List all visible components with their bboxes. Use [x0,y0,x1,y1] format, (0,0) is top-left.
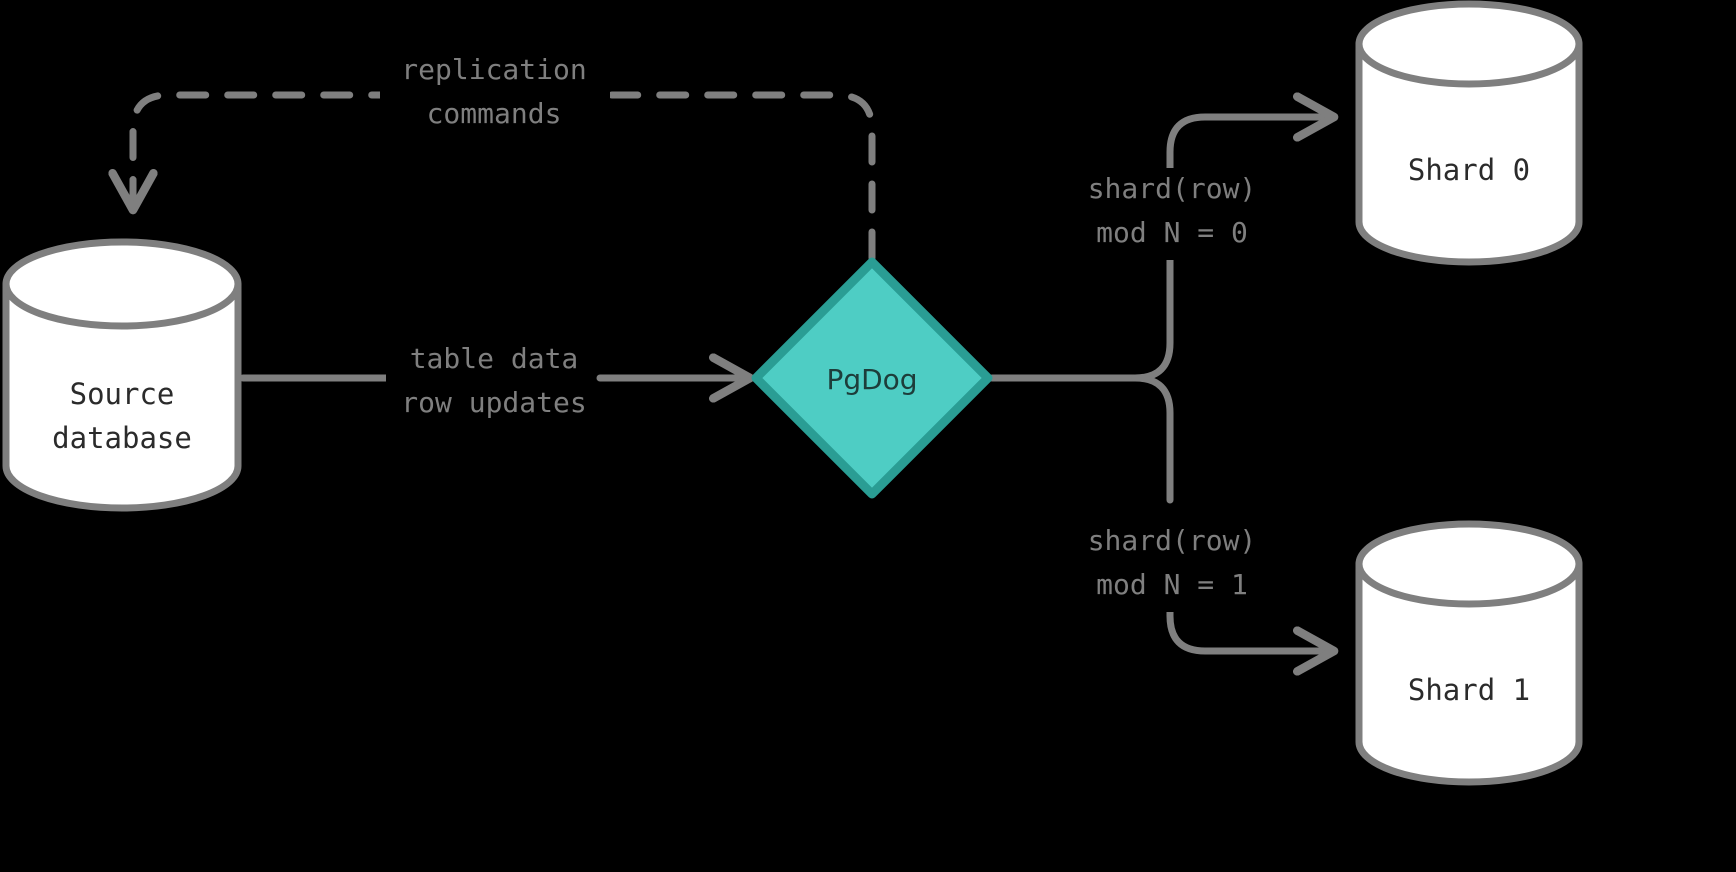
table-data-label-line1: table data [410,342,579,375]
shard-0-route-label: shard(row) mod N = 0 [1078,168,1266,260]
shard-1-label: Shard 1 [1408,673,1530,707]
shard-0-label: Shard 0 [1408,153,1530,187]
shard-1-route-label-line1: shard(row) [1088,524,1257,557]
table-data-label: table data row updates [386,338,596,434]
shard-1[interactable]: Shard 1 [1355,520,1583,786]
shard-1-route-label: shard(row) mod N = 1 [1078,520,1266,612]
pgdog-label: PgDog [826,363,917,396]
shard-0[interactable]: Shard 0 [1355,0,1583,266]
replication-commands-label-line1: replication [401,53,586,86]
pgdog[interactable]: PgDog [751,257,993,499]
source-database[interactable]: Source database [2,238,242,512]
replication-commands-label-line2: commands [427,97,562,130]
source-database-label-line2: database [52,421,192,455]
shard-0-route-label-line2: mod N = 0 [1096,216,1248,249]
replication-commands-label: replication commands [380,48,610,144]
shard-0-route-label-line1: shard(row) [1088,172,1257,205]
shard-1-route-label-line2: mod N = 1 [1096,568,1248,601]
source-database-label-line1: Source [70,377,175,411]
shard-1-route-edge [1131,374,1332,651]
table-data-label-line2: row updates [401,386,586,419]
replication-commands-edge [133,91,876,262]
